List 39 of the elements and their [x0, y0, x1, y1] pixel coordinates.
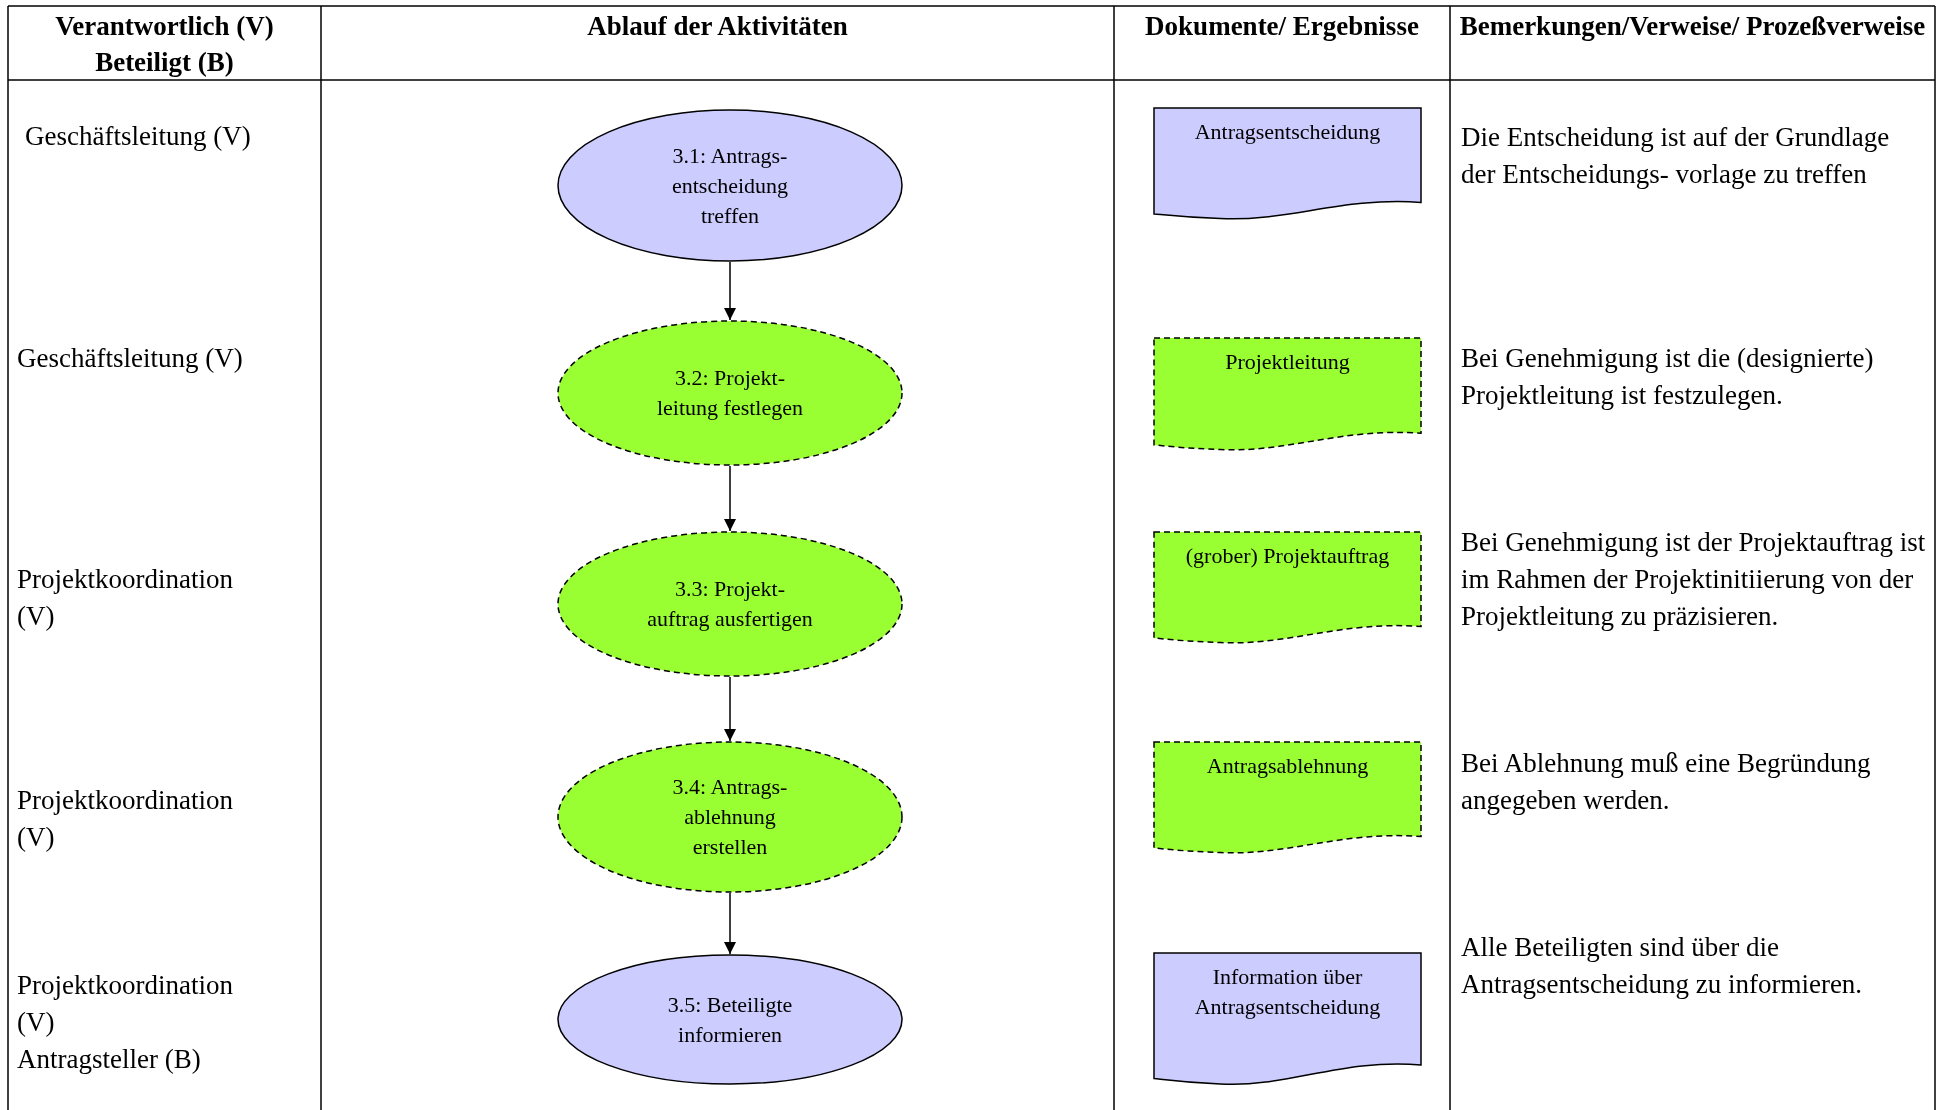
- activity-ellipse: [557, 531, 903, 677]
- responsible-role: Projektkoordination (V): [17, 969, 234, 1039]
- document-label: Information über Antragsentscheidung: [1193, 963, 1382, 1021]
- activity-ellipse: [557, 954, 903, 1085]
- activity-label: 3.1: Antrags- entscheidung treffen: [670, 141, 790, 230]
- remark-text: Bei Genehmigung ist der Projektauftrag ist im Rahmen der Projektinitiierung von der Projektleitung zu präzisieren.: [1461, 526, 1926, 633]
- remark-text: Bei Genehmigung ist die (designierte) Projektleitung ist festzulegen.: [1461, 342, 1875, 412]
- document-label: Antragsablehnung: [1205, 752, 1370, 780]
- activity-ellipse: [557, 109, 903, 262]
- responsible-role: Projektkoordination (V): [17, 563, 234, 633]
- document-shape: [1153, 337, 1422, 453]
- column-header: Bemerkungen/Verweise/ Prozeßverweise: [1458, 10, 1927, 43]
- arrow: [724, 465, 736, 532]
- column-header: Ablauf der Aktivitäten: [586, 10, 849, 43]
- remark-text: Die Entscheidung ist auf der Grundlage der Entscheidungs- vorlage zu treffen: [1461, 121, 1891, 191]
- column-header: Dokumente/ Ergebnisse: [1144, 10, 1420, 43]
- document-shape: [1153, 952, 1422, 1088]
- activity-ellipse: [557, 320, 903, 466]
- column-header: Verantwortlich (V) Beteiligt (B): [54, 10, 275, 79]
- document-label: Projektleitung: [1224, 348, 1351, 376]
- responsible-role: Geschäftsleitung (V): [25, 120, 252, 153]
- activity-label: 3.5: Beteiligte informieren: [666, 990, 794, 1049]
- arrow: [724, 892, 736, 955]
- remark-text: Bei Ablehnung muß eine Begründung angegeben werden.: [1461, 747, 1872, 817]
- document-shape: [1153, 107, 1422, 222]
- document-label: (grober) Projektauftrag: [1184, 542, 1391, 570]
- activity-label: 3.3: Projekt- auftrag ausfertigen: [646, 575, 814, 633]
- arrow: [724, 261, 736, 321]
- responsible-role: Antragsteller (B): [17, 1043, 202, 1076]
- activity-label: 3.2: Projekt- leitung festlegen: [656, 364, 804, 422]
- document-shape: [1153, 531, 1422, 646]
- activity-ellipse: [557, 741, 903, 893]
- arrow: [724, 676, 736, 742]
- responsible-role: Geschäftsleitung (V): [17, 342, 244, 375]
- activity-label: 3.4: Antrags- ablehnung erstellen: [671, 773, 789, 861]
- responsible-role: Projektkoordination (V): [17, 784, 234, 854]
- remark-text: Alle Beteiligten sind über die Antragsentscheidung zu informieren.: [1461, 931, 1864, 1001]
- document-shape: [1153, 741, 1422, 856]
- document-label: Antragsentscheidung: [1193, 118, 1382, 146]
